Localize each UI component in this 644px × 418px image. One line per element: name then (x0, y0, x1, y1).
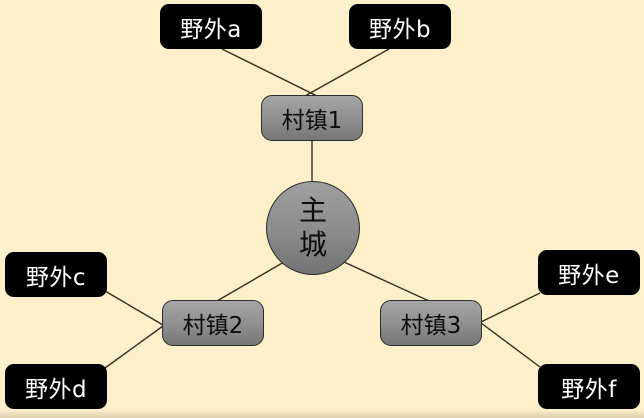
node-wild-d-label: 野外d (24, 376, 88, 403)
node-town-1-label: 村镇1 (281, 108, 343, 134)
node-wild-c-label: 野外c (25, 264, 87, 291)
node-wild-c: 野外c (5, 252, 107, 297)
edge-wild-a-town-1 (221, 48, 318, 97)
node-wild-d: 野外d (5, 364, 107, 409)
node-main-city: 主城 (266, 181, 360, 275)
node-town-1: 村镇1 (261, 95, 363, 141)
node-wild-a-label: 野外a (180, 16, 242, 43)
node-wild-a: 野外a (160, 4, 262, 49)
edge-wild-c-town-2 (104, 290, 164, 326)
edge-town-3-wild-f (480, 322, 541, 368)
node-wild-b: 野外b (349, 4, 451, 49)
node-main-city-label: 主城 (298, 194, 327, 261)
edge-main-city-town-2 (216, 261, 285, 302)
node-town-3-label: 村镇3 (400, 313, 462, 339)
node-wild-e-label: 野外e (558, 262, 620, 289)
node-wild-f: 野外f (538, 364, 640, 409)
edge-wild-b-town-1 (304, 48, 390, 97)
node-wild-f-label: 野外f (561, 376, 617, 403)
edge-main-city-town-3 (343, 261, 430, 302)
edge-wild-d-town-2 (104, 325, 164, 369)
edge-town-3-wild-e (480, 292, 541, 323)
node-town-2-label: 村镇2 (182, 313, 244, 339)
node-town-3: 村镇3 (380, 300, 482, 346)
bottom-edge-shadow (0, 411, 644, 418)
node-town-2: 村镇2 (162, 300, 264, 346)
node-wild-e: 野外e (538, 250, 640, 295)
node-wild-b-label: 野外b (368, 16, 432, 43)
